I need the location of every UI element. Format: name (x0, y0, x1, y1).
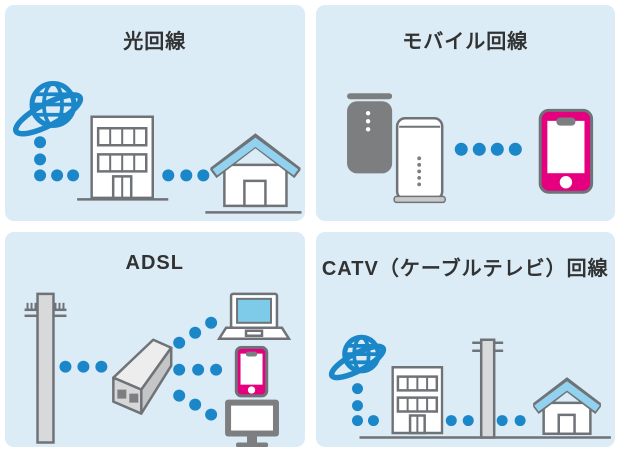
house-icon (213, 141, 298, 206)
dotted-connector (34, 136, 80, 182)
internet-globe-icon (325, 334, 389, 385)
dotted-connector (496, 414, 526, 426)
internet-globe-icon (11, 84, 85, 141)
home-router-icon (392, 118, 446, 204)
panel-title-fiber: 光回線 (123, 31, 187, 53)
panel-mobile-line: モバイル回線 (315, 5, 615, 221)
fiber-illustration (5, 5, 305, 221)
dotted-connector (351, 382, 379, 426)
dotted-connector (445, 414, 474, 426)
adsl-illustration (5, 232, 305, 447)
adsl-modem-icon (112, 338, 173, 415)
dotted-connector (59, 360, 108, 373)
panel-fiber-line: 光回線 (5, 5, 305, 221)
utility-pole-icon (472, 339, 503, 437)
dotted-connector (162, 169, 210, 182)
mobile-illustration (346, 93, 593, 204)
dotted-connector-fanout (173, 316, 223, 421)
panel-title-adsl: ADSL (125, 251, 184, 274)
smartphone-icon (235, 346, 268, 397)
catv-illustration (325, 334, 616, 448)
laptop-icon (219, 293, 289, 338)
smartphone-icon (538, 108, 593, 194)
panel-title-mobile: モバイル回線 (402, 31, 529, 53)
mobile-router-icon (346, 93, 392, 174)
panel-adsl-line: ADSL (5, 231, 305, 447)
panel-catv-line: CATV（ケーブルテレビ）回線 (315, 231, 616, 448)
office-building-icon (90, 115, 154, 200)
house-icon (534, 384, 598, 433)
panel-title-catv: CATV（ケーブルテレビ）回線 (321, 257, 609, 280)
dotted-connector (454, 142, 522, 156)
utility-pole-icon (25, 293, 67, 442)
desktop-monitor-icon (225, 399, 279, 447)
office-building-icon (391, 365, 443, 434)
